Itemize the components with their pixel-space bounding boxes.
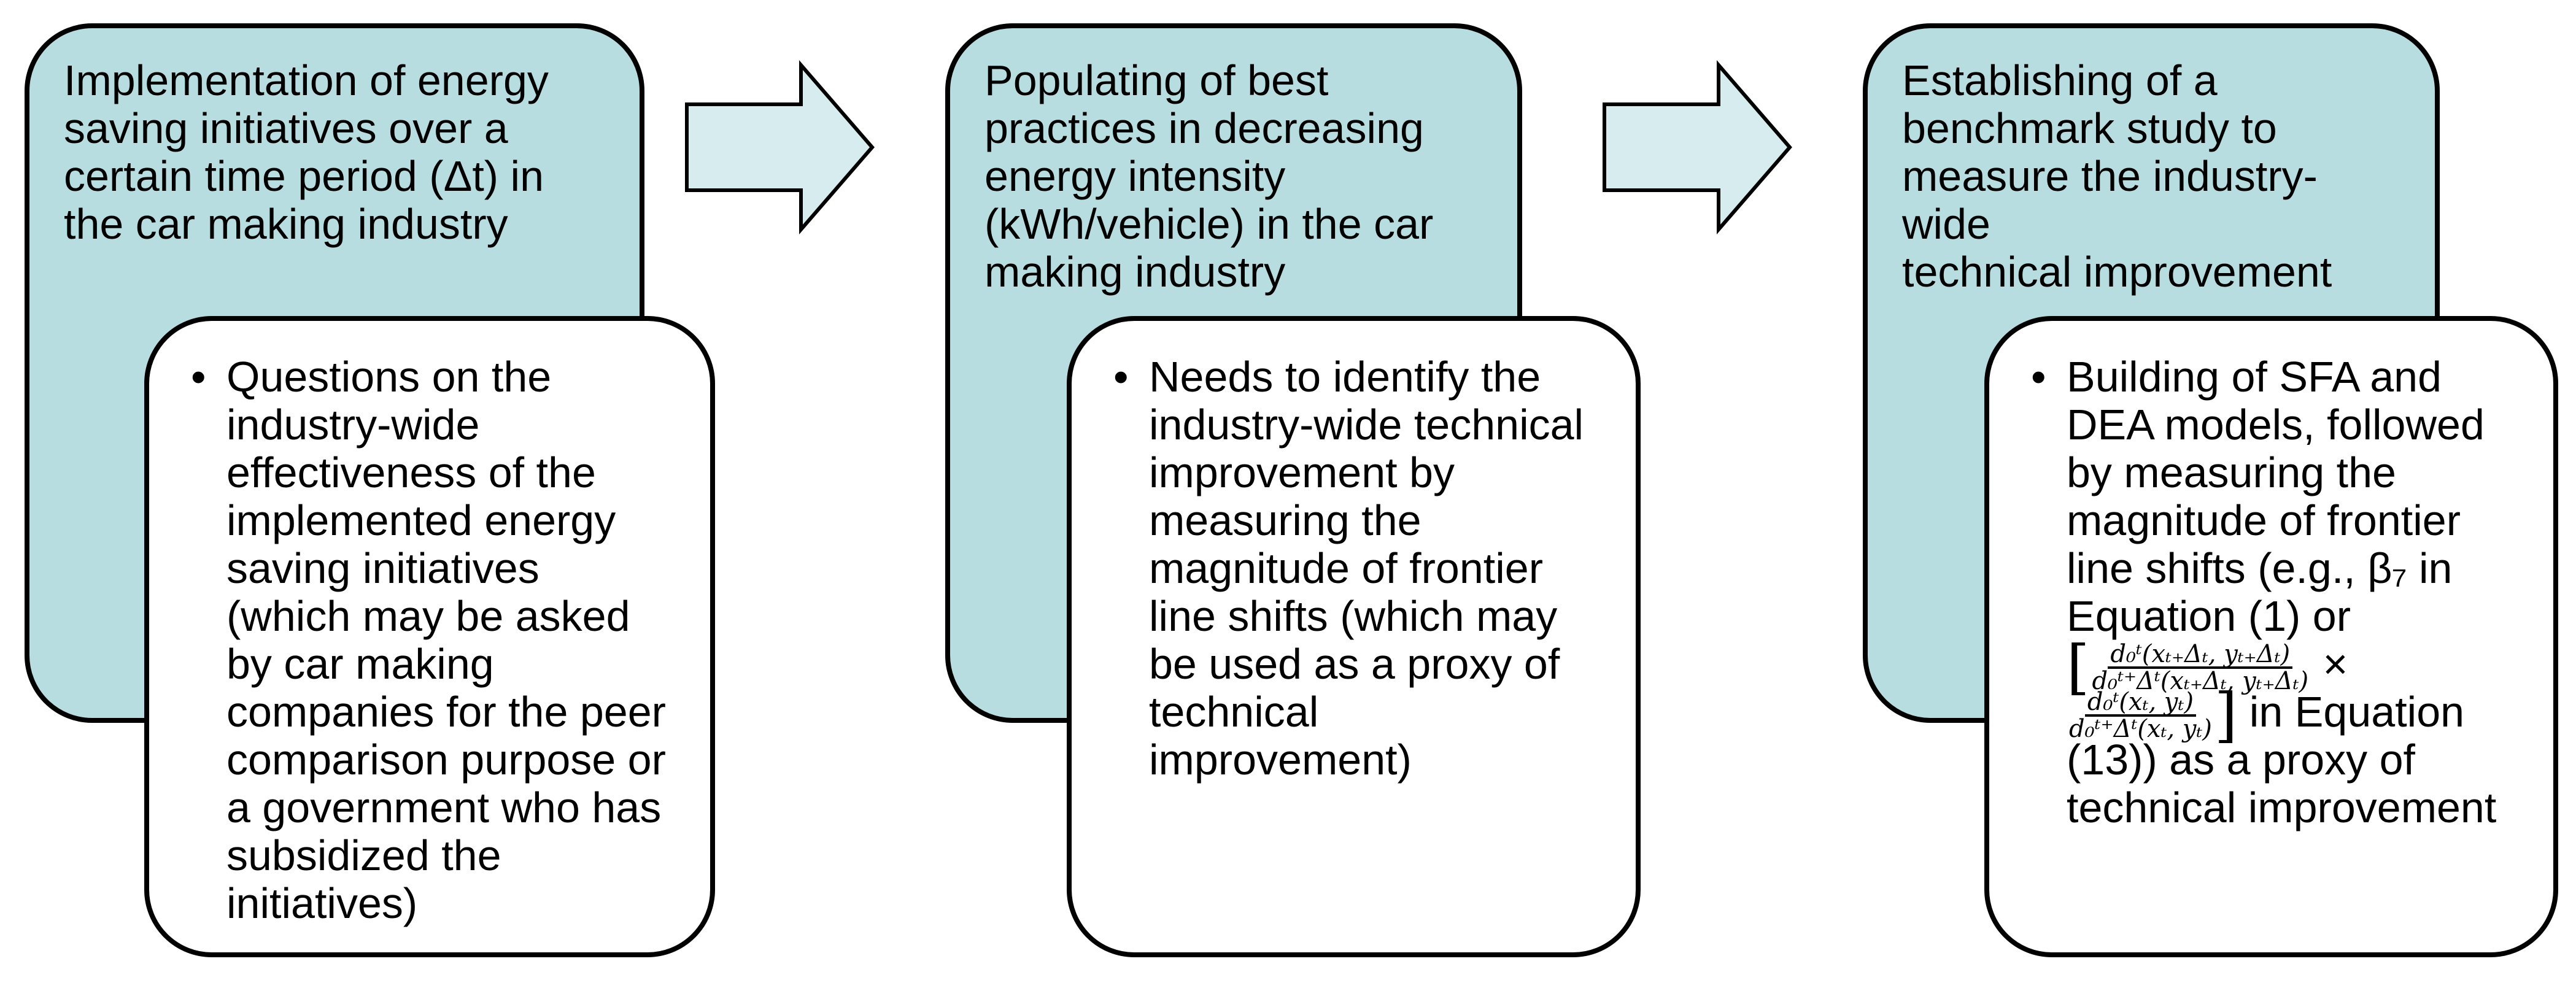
title-line: (kWh/vehicle) in the car xyxy=(984,200,1434,248)
stage-2-detail-card: • Needs to identify the industry-wide te… xyxy=(1067,316,1641,957)
bullet-line: be used as a proxy of xyxy=(1149,640,1560,688)
bullet-line: initiatives) xyxy=(226,879,418,927)
fraction-denominator: d₀ᵗ⁺Δᵗ(xₜ, yₜ) xyxy=(2069,714,2212,743)
title-line: the car making industry xyxy=(64,200,508,248)
right-arrow-icon xyxy=(685,60,875,235)
bullet-line: magnitude of frontier xyxy=(2067,496,2461,544)
bullet-line: industry-wide technical xyxy=(1149,401,1584,449)
bullet-text: Needs to identify the industry-wide tech… xyxy=(1149,353,1584,784)
bullet-line: technical improvement xyxy=(2067,784,2497,831)
bullet-line: Questions on the xyxy=(226,353,552,401)
fraction-numerator: d₀ᵗ(xₜ₊Δₜ, yₜ₊Δₜ) xyxy=(2108,642,2293,669)
right-arrow-icon xyxy=(1603,60,1792,235)
title-line: benchmark study to xyxy=(1902,104,2277,152)
stage-1-bullet: • Questions on the industry-wide effecti… xyxy=(191,353,686,927)
left-bracket: [ xyxy=(2067,633,2090,702)
bullet-line: DEA models, followed xyxy=(2067,401,2485,449)
bullet-line: saving initiatives xyxy=(226,544,540,592)
bullet-icon: • xyxy=(191,353,206,401)
bullet-line: by car making xyxy=(226,640,494,688)
bullet-line: industry-wide xyxy=(226,401,480,449)
equation-fraction-1: d₀ᵗ(xₜ₊Δₜ, yₜ₊Δₜ)d₀ᵗ⁺Δᵗ(xₜ₊Δₜ, yₜ₊Δₜ) xyxy=(2089,642,2311,693)
bullet-line: magnitude of frontier xyxy=(1149,544,1544,592)
bullet-line: Needs to identify the xyxy=(1149,353,1541,401)
stage-1-title: Implementation of energy saving initiati… xyxy=(64,56,609,248)
bullet-line: technical xyxy=(1149,688,1319,736)
title-line: saving initiatives over a xyxy=(64,104,508,152)
fraction-denominator: d₀ᵗ⁺Δᵗ(xₜ₊Δₜ, yₜ₊Δₜ) xyxy=(2092,666,2309,695)
times-symbol: × xyxy=(2323,640,2348,688)
title-line: Implementation of energy xyxy=(64,56,549,104)
bullet-line: improvement) xyxy=(1149,736,1412,784)
bullet-line: companies for the peer xyxy=(226,688,666,736)
right-bracket: ] xyxy=(2214,681,2238,750)
title-line: practices in decreasing xyxy=(984,104,1424,152)
bullet-line: Building of SFA and xyxy=(2067,353,2442,401)
equation-line-1: [d₀ᵗ(xₜ₊Δₜ, yₜ₊Δₜ)d₀ᵗ⁺Δᵗ(xₜ₊Δₜ, yₜ₊Δₜ) × xyxy=(2067,638,2496,697)
title-line: certain time period (Δt) in xyxy=(64,152,544,200)
bullet-line: (13)) as a proxy of xyxy=(2067,736,2415,784)
bullet-line: implemented energy xyxy=(226,496,616,544)
bullet-line: comparison purpose or xyxy=(226,736,666,784)
bullet-line: line shifts (e.g., β₇ in xyxy=(2067,544,2453,592)
stage-2-title: Populating of best practices in decreasi… xyxy=(984,56,1487,296)
bullet-line: measuring the xyxy=(1149,496,1421,544)
bullet-line: by measuring the xyxy=(2067,449,2396,496)
bullet-line: improvement by xyxy=(1149,449,1455,496)
stage-2-bullet: • Needs to identify the industry-wide te… xyxy=(1113,353,1611,784)
bullet-icon: • xyxy=(1113,353,1129,401)
bullet-line: line shifts (which may xyxy=(1149,592,1558,640)
bullet-line: a government who has xyxy=(226,784,662,831)
stage-3-detail-card: • Building of SFA and DEA models, follow… xyxy=(1984,316,2558,957)
equation-line-2: d₀ᵗ(xₜ, yₜ)d₀ᵗ⁺Δᵗ(xₜ, yₜ)] in Equation xyxy=(2067,686,2496,745)
stage-1-detail-card: • Questions on the industry-wide effecti… xyxy=(144,316,715,957)
title-line: Populating of best xyxy=(984,56,1329,104)
fraction-numerator: d₀ᵗ(xₜ, yₜ) xyxy=(2084,690,2196,717)
bullet-line: subsidized the xyxy=(226,831,501,879)
stage-3-title: Establishing of a benchmark study to mea… xyxy=(1902,56,2404,296)
equation-suffix: in Equation xyxy=(2249,688,2465,736)
stage-3-bullet: • Building of SFA and DEA models, follow… xyxy=(2031,353,2529,831)
title-line: energy intensity xyxy=(984,152,1286,200)
bullet-text: Questions on the industry-wide effective… xyxy=(226,353,666,927)
bullet-icon: • xyxy=(2031,353,2046,401)
bullet-line: Equation (1) or xyxy=(2067,592,2351,640)
bullet-line: (which may be asked xyxy=(226,592,630,640)
bullet-text: Building of SFA and DEA models, followed… xyxy=(2067,353,2496,831)
title-line: Establishing of a xyxy=(1902,56,2218,104)
title-line: measure the industry-wide xyxy=(1902,152,2318,248)
bullet-line: effectiveness of the xyxy=(226,449,596,496)
title-line: technical improvement xyxy=(1902,248,2332,296)
title-line: making industry xyxy=(984,248,1286,296)
equation-fraction-2: d₀ᵗ(xₜ, yₜ)d₀ᵗ⁺Δᵗ(xₜ, yₜ) xyxy=(2067,690,2214,741)
